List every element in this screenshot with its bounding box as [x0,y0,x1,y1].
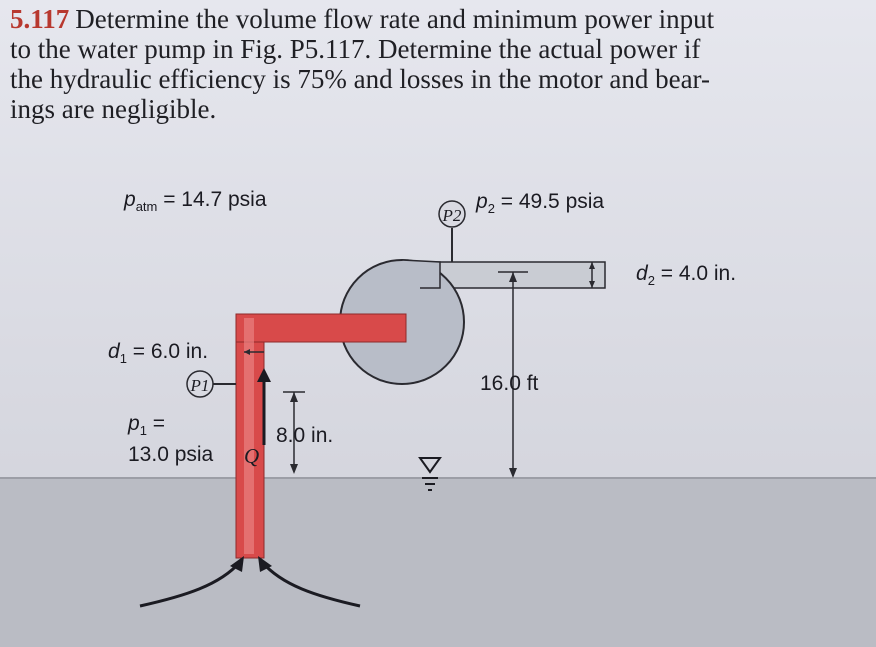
d2-subscript: 2 [647,273,655,289]
problem-text-1: Determine the volume flow rate and minim… [75,4,715,34]
gauge-height-arrow-up [290,392,298,402]
p2-gauge [438,200,466,228]
pump-volute [401,259,441,289]
inlet-arrow-right-head [258,556,272,572]
p2-label: p2 = 49.5 psia [476,190,604,216]
problem-number: 5.117 [10,4,70,34]
d2-value: = 4.0 in. [660,262,737,285]
pipe-highlight [244,318,254,554]
p2-gauge-label: P2 [442,206,462,225]
d2-symbol: d [636,262,648,285]
d1-arrow [244,349,250,355]
d1-value: = 6.0 in. [132,340,209,363]
p2-value: = 49.5 psia [500,190,605,213]
inlet-flow-right [260,561,361,608]
d1-symbol: d [108,340,120,363]
suction-pipe-horizontal [235,313,407,343]
problem-line-2: to the water pump in Fig. P5.117. Determ… [10,34,701,64]
inlet-arrow-left-head [230,556,244,572]
water-reservoir [0,478,876,647]
p1-equals: = [152,412,166,435]
d1-subscript: 1 [119,351,127,367]
problem-line-4: ings are negligible. [10,94,217,124]
p2-symbol: p [476,190,488,213]
p1-subscript: 1 [139,423,147,439]
problem-line-3: the hydraulic efficiency is 75% and loss… [10,64,710,94]
flow-arrow-head [257,368,271,382]
d2-arrow-down [589,281,595,288]
p-atm-symbol: p [124,188,136,211]
gauge-height-label: 8.0 in. [276,424,334,447]
free-surface-symbol [418,457,442,474]
p1-gauge-label: P1 [190,376,210,395]
p1-value: 13.0 psia [128,443,214,467]
p1-symbol: p [128,412,140,435]
pump-height-arrow-down [509,468,517,478]
p-atm-subscript: atm [135,199,158,215]
d2-label: d2 = 4.0 in. [636,262,736,288]
p1-label: p1 = 13.0 psia [128,412,213,467]
p2-subscript: 2 [487,201,495,217]
p-atm-label: patm = 14.7 psia [124,188,267,214]
p1-gauge [186,370,214,398]
inlet-flow-left [139,561,242,608]
pump-height-arrow-up [509,272,517,282]
gauge-height-arrow-down [290,464,298,474]
d2-arrow-up [589,262,595,269]
d1-label: d1 = 6.0 in. [108,340,208,366]
pump-height-label: 16.0 ft [480,372,539,395]
p-atm-value: = 14.7 psia [163,188,267,211]
flow-rate-label: Q [244,444,260,468]
